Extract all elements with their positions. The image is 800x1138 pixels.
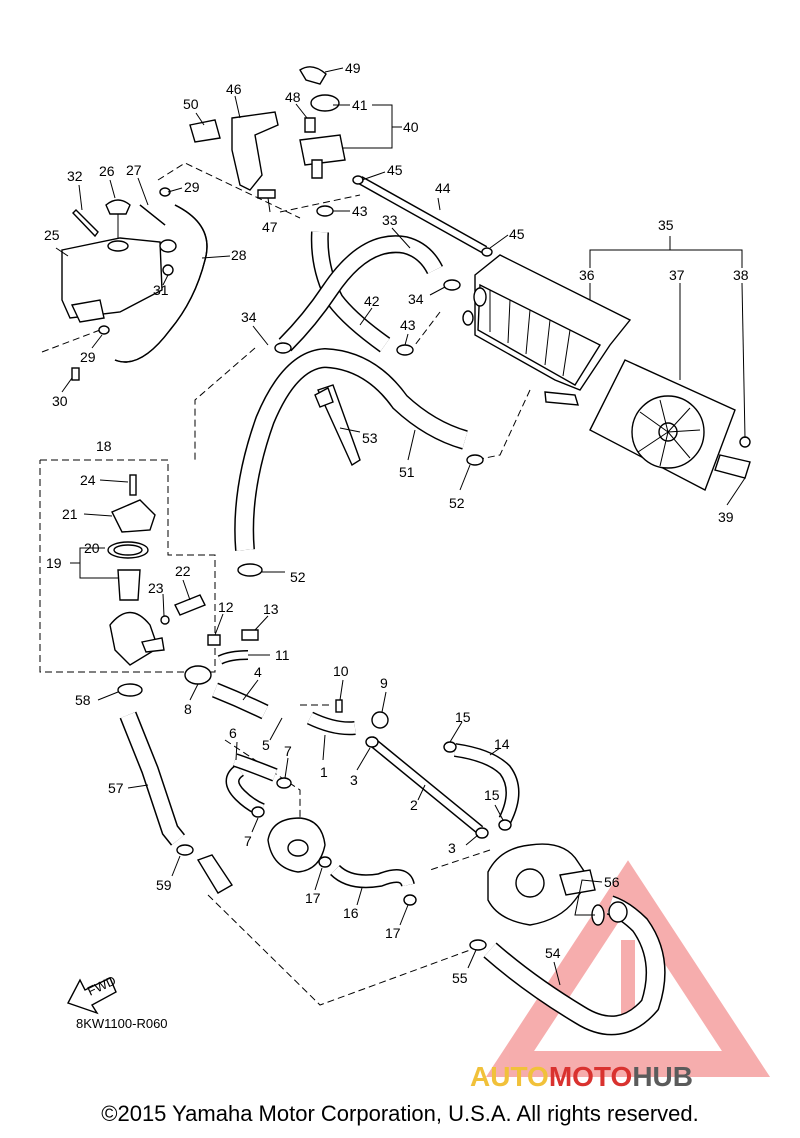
fwd-arrow: FWD [67, 973, 118, 1015]
watermark-moto: MOTO [549, 1061, 632, 1092]
callout-17: 17 [385, 925, 401, 941]
callout-4: 4 [254, 664, 262, 680]
callout-7: 7 [284, 743, 292, 759]
callout-39: 39 [718, 509, 734, 525]
callout-50: 50 [183, 96, 199, 112]
callout-38: 38 [733, 267, 749, 283]
pipe-and-hose-lower [366, 736, 520, 834]
callout-15: 15 [484, 787, 500, 803]
callout-52: 52 [449, 495, 465, 511]
callout-12: 12 [218, 599, 234, 615]
callout-20: 20 [84, 540, 100, 556]
callout-3: 3 [448, 840, 456, 856]
callout-7: 7 [244, 833, 252, 849]
callout-18: 18 [96, 438, 112, 454]
copyright-notice: ©2015 Yamaha Motor Corporation, U.S.A. A… [101, 1101, 699, 1126]
leader-lines [55, 67, 746, 986]
callout-26: 26 [99, 163, 115, 179]
watermark-auto: AUTO [470, 1061, 549, 1092]
callout-6: 6 [229, 725, 237, 741]
callout-1: 1 [320, 764, 328, 780]
callout-46: 46 [226, 81, 242, 97]
water-pump [487, 843, 596, 926]
callout-42: 42 [364, 293, 380, 309]
callout-9: 9 [380, 675, 388, 691]
callout-21: 21 [62, 506, 78, 522]
callout-14: 14 [494, 736, 510, 752]
callout-31: 31 [153, 282, 169, 298]
callout-25: 25 [44, 227, 60, 243]
callout-27: 27 [126, 162, 142, 178]
callout-52: 52 [290, 569, 306, 585]
callout-24: 24 [80, 472, 96, 488]
svg-text:AUTOMOTOHUB: AUTOMOTOHUB [470, 1061, 693, 1092]
callout-23: 23 [148, 580, 164, 596]
callout-29: 29 [80, 349, 96, 365]
watermark-logo: AUTOMOTOHUB [470, 1061, 693, 1092]
callout-57: 57 [108, 780, 124, 796]
watermark-hub: HUB [632, 1061, 693, 1092]
reference-code: 8KW1100-R060 [76, 1016, 168, 1031]
callout-19: 19 [46, 555, 62, 571]
callout-34: 34 [241, 309, 257, 325]
reservoir-hoses [72, 204, 208, 363]
callout-2: 2 [410, 797, 418, 813]
callout-55: 55 [452, 970, 468, 986]
callout-35: 35 [658, 217, 674, 233]
callout-30: 30 [52, 393, 68, 409]
callout-45: 45 [387, 162, 403, 178]
callout-45: 45 [509, 226, 525, 242]
callout-41: 41 [352, 97, 368, 113]
callout-34: 34 [408, 291, 424, 307]
pipe-joints [184, 629, 389, 736]
callout-51: 51 [399, 464, 415, 480]
callout-47: 47 [262, 219, 278, 235]
callout-33: 33 [382, 212, 398, 228]
radiator-hoses [234, 231, 468, 551]
callout-48: 48 [285, 89, 301, 105]
callout-58: 58 [75, 692, 91, 708]
callout-53: 53 [362, 430, 378, 446]
cooling-fan [589, 359, 751, 491]
callout-11: 11 [275, 647, 290, 663]
coolant-reservoir-tank [61, 237, 163, 323]
callout-29: 29 [184, 179, 200, 195]
callout-36: 36 [579, 267, 595, 283]
filler-bracket [189, 66, 346, 199]
callout-37: 37 [669, 267, 685, 283]
left-lower-hoses [117, 683, 233, 894]
callout-labels: 1 2 3 3 4 5 6 7 7 8 9 10 11 12 13 14 15 … [44, 60, 749, 986]
overflow-pipe [316, 176, 488, 254]
callout-22: 22 [175, 563, 191, 579]
callout-13: 13 [263, 601, 279, 617]
callout-43: 43 [400, 317, 416, 333]
callout-8: 8 [184, 701, 192, 717]
callout-40: 40 [403, 119, 419, 135]
bypass-hoses [225, 753, 415, 889]
callout-54: 54 [545, 945, 561, 961]
callout-59: 59 [156, 877, 172, 893]
callout-3: 3 [350, 772, 358, 788]
callout-43: 43 [352, 203, 368, 219]
callout-5: 5 [262, 737, 270, 753]
callout-44: 44 [435, 180, 451, 196]
thermostat-assembly [107, 474, 206, 666]
callout-15: 15 [455, 709, 471, 725]
reservoir-cap [105, 199, 131, 238]
radiator [462, 254, 632, 406]
callout-10: 10 [333, 663, 349, 679]
callout-56: 56 [604, 874, 620, 890]
callout-49: 49 [345, 60, 361, 76]
callout-17: 17 [305, 890, 321, 906]
callout-32: 32 [67, 168, 83, 184]
callout-16: 16 [343, 905, 359, 921]
hose-clamps [71, 175, 512, 906]
callout-28: 28 [231, 247, 247, 263]
pump-outlet-hose [469, 895, 666, 1036]
